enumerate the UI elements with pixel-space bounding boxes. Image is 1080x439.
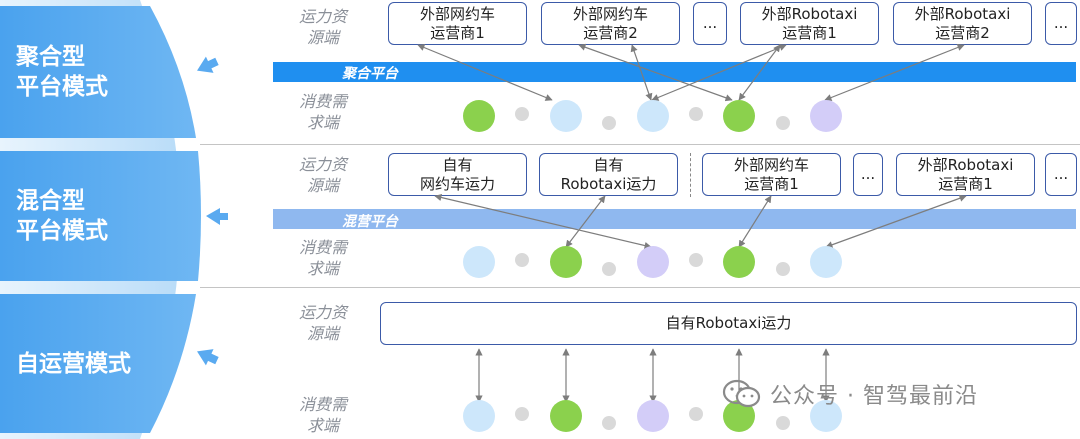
demand-dot-gray [515,407,529,421]
group-divider [690,153,691,197]
demand-dot-lightblue [463,400,495,432]
hybrid-platform-label: 混营平台 [342,214,398,230]
demand-dot-gray [602,416,616,430]
demand-dot-lightblue [810,400,842,432]
mode-self-operated-label: 自运营模式 [16,350,131,377]
mode-hybrid-label: 混合型 平台模式 [16,188,108,244]
demand-side-label: 消费需 求端 [298,395,347,435]
supply-box-own-robotaxi: 自有 Robotaxi运力 [539,153,678,196]
demand-dot-green [723,400,755,432]
right-arrow-icons [197,56,228,366]
demand-dot-lavender [637,246,669,278]
supply-box-ellipsis: ... [1045,153,1077,196]
watermark: 公众号 · 智驾最前沿 [722,378,978,410]
connection-arrow [417,44,553,101]
supply-side-label: 运力资 源端 [298,155,347,195]
connection-arrow [738,195,772,248]
supply-box-robotaxi-operator-2: 外部Robotaxi 运营商2 [893,2,1032,45]
mode-panels-background [0,0,228,439]
demand-dot-lavender [810,100,842,132]
supply-box-own-robotaxi: 自有Robotaxi运力 [380,302,1077,345]
demand-dot-gray [602,116,616,130]
demand-dot-gray [689,407,703,421]
connection-arrow [578,43,733,102]
connection-arrow [824,44,965,101]
demand-dot-lightblue [550,100,582,132]
demand-dot-green [723,100,755,132]
supply-box-robotaxi-operator-1: 外部Robotaxi 运营商1 [740,2,879,45]
supply-box-ridehail-operator-1: 外部网约车 运营商1 [388,2,527,45]
demand-dot-gray [776,262,790,276]
supply-box-ellipsis: ... [1045,2,1077,45]
demand-side-label: 消费需 求端 [298,92,347,132]
connection-arrow [738,44,781,101]
connection-arrow [434,193,652,250]
demand-dot-green [463,100,495,132]
demand-dot-gray [515,107,529,121]
supply-side-label: 运力资 源端 [298,7,347,47]
section-divider [200,287,1080,288]
demand-dot-gray [689,253,703,267]
aggregate-platform-label: 聚合平台 [342,66,398,82]
demand-dots [463,100,842,432]
demand-dot-gray [776,116,790,130]
supply-box-ellipsis: ... [853,153,883,196]
supply-side-label: 运力资 源端 [298,303,347,343]
connection-arrow [825,194,967,249]
watermark-text: 公众号 · 智驾最前沿 [770,384,978,409]
demand-dot-gray [776,416,790,430]
connection-arrows [417,43,967,403]
demand-dot-green [723,246,755,278]
supply-box-own-ridehail: 自有 网约车运力 [388,153,527,196]
connection-arrow [630,44,653,101]
supply-box-ellipsis: ... [693,2,727,45]
demand-dot-gray [602,262,616,276]
demand-dot-green [550,246,582,278]
supply-box-ridehail-operator-1: 外部网约车 运营商1 [702,153,841,196]
demand-dot-lightblue [810,246,842,278]
connection-arrow [565,195,606,248]
demand-dot-lavender [637,400,669,432]
demand-dot-lightblue [463,246,495,278]
demand-dot-lightblue [637,100,669,132]
wechat-icon [722,379,761,408]
mode-aggregate-label: 聚合型 平台模式 [16,44,108,100]
connection-arrow [651,44,787,101]
demand-side-label: 消费需 求端 [298,238,347,278]
demand-dot-gray [689,107,703,121]
supply-box-robotaxi-operator-1: 外部Robotaxi 运营商1 [896,153,1035,196]
demand-dot-gray [515,253,529,267]
demand-dot-green [550,400,582,432]
section-divider [200,144,1080,145]
